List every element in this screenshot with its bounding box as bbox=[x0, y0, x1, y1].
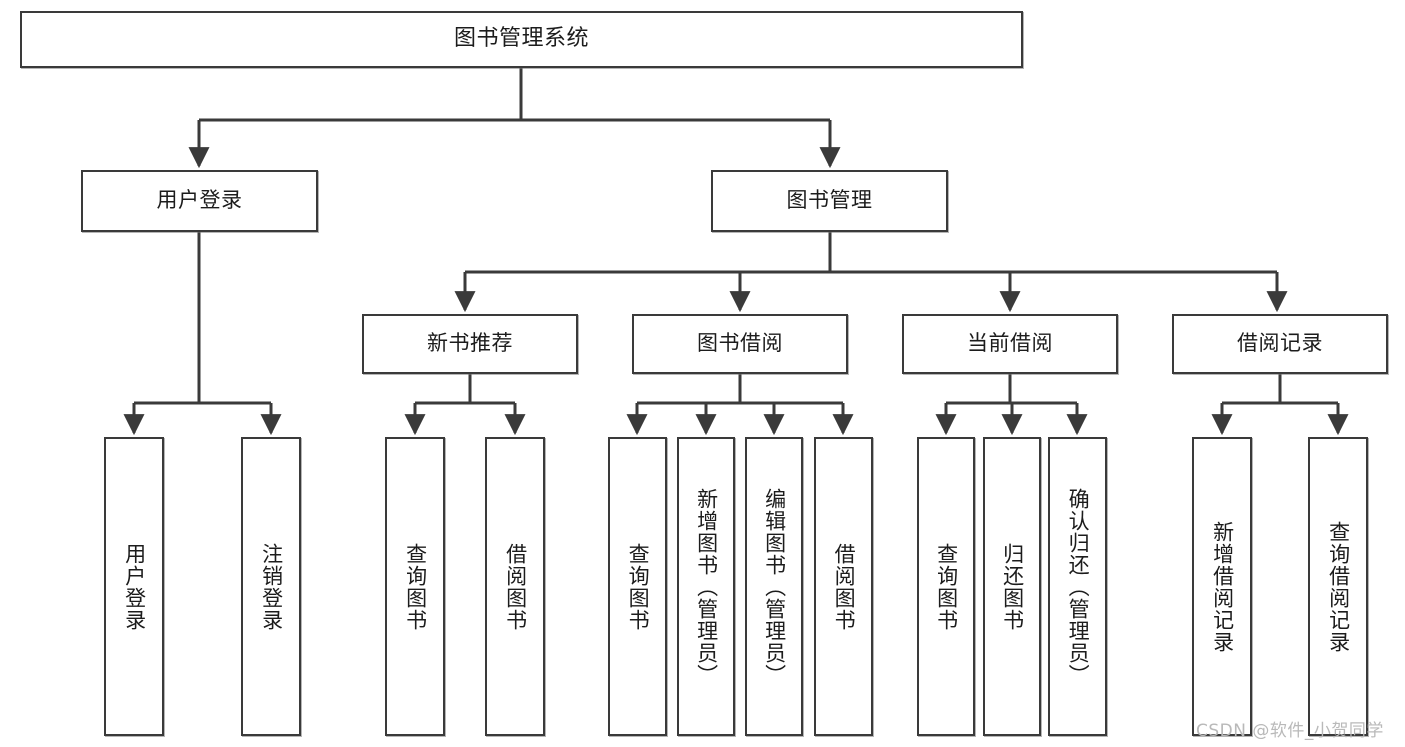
leaf-query-book-3[interactable]: 查询图书 bbox=[917, 437, 975, 736]
node-root[interactable]: 图书管理系统 bbox=[20, 11, 1023, 68]
node-book-borrow[interactable]: 图书借阅 bbox=[632, 314, 848, 374]
leaf-borrow-book-1-label: 借阅图书 bbox=[503, 542, 528, 631]
leaf-add-borrow-record-label: 新增借阅记录 bbox=[1210, 520, 1235, 653]
leaf-query-book-1[interactable]: 查询图书 bbox=[385, 437, 445, 736]
leaf-query-borrow-record[interactable]: 查询借阅记录 bbox=[1308, 437, 1368, 736]
leaf-borrow-book-2[interactable]: 借阅图书 bbox=[814, 437, 873, 736]
leaf-borrow-book-1[interactable]: 借阅图书 bbox=[485, 437, 545, 736]
leaf-return-book[interactable]: 归还图书 bbox=[983, 437, 1041, 736]
leaf-logout-login[interactable]: 注销登录 bbox=[241, 437, 301, 736]
watermark-text: CSDN @软件_小贺同学 bbox=[1196, 721, 1384, 741]
leaf-query-borrow-record-label: 查询借阅记录 bbox=[1326, 520, 1351, 653]
leaf-add-book-admin[interactable]: 新增图书（管理员） bbox=[677, 437, 735, 736]
node-current-borrow[interactable]: 当前借阅 bbox=[902, 314, 1118, 374]
leaf-edit-book-admin[interactable]: 编辑图书（管理员） bbox=[745, 437, 803, 736]
node-root-label: 图书管理系统 bbox=[453, 26, 589, 52]
leaf-add-borrow-record[interactable]: 新增借阅记录 bbox=[1192, 437, 1252, 736]
leaf-query-book-2[interactable]: 查询图书 bbox=[608, 437, 667, 736]
leaf-return-book-label: 归还图书 bbox=[1000, 542, 1025, 631]
node-book-management[interactable]: 图书管理 bbox=[711, 170, 948, 232]
leaf-add-book-admin-label: 新增图书（管理员） bbox=[694, 487, 719, 686]
node-user-login[interactable]: 用户登录 bbox=[81, 170, 318, 232]
leaf-confirm-return-admin-label: 确认归还（管理员） bbox=[1066, 487, 1091, 686]
node-borrow-record-label: 借阅记录 bbox=[1237, 331, 1323, 356]
node-user-login-label: 用户登录 bbox=[156, 188, 243, 213]
leaf-query-book-1-label: 查询图书 bbox=[403, 542, 428, 631]
node-borrow-record[interactable]: 借阅记录 bbox=[1172, 314, 1388, 374]
node-current-borrow-label: 当前借阅 bbox=[967, 331, 1053, 356]
leaf-user-login[interactable]: 用户登录 bbox=[104, 437, 164, 736]
node-new-book-recommend[interactable]: 新书推荐 bbox=[362, 314, 578, 374]
leaf-query-book-3-label: 查询图书 bbox=[934, 542, 959, 631]
node-new-book-recommend-label: 新书推荐 bbox=[427, 331, 513, 356]
node-book-management-label: 图书管理 bbox=[786, 188, 873, 213]
leaf-query-book-2-label: 查询图书 bbox=[626, 542, 651, 631]
leaf-user-login-label: 用户登录 bbox=[122, 542, 147, 631]
leaf-logout-login-label: 注销登录 bbox=[259, 542, 284, 631]
node-book-borrow-label: 图书借阅 bbox=[697, 331, 783, 356]
leaf-borrow-book-2-label: 借阅图书 bbox=[832, 542, 857, 631]
leaf-edit-book-admin-label: 编辑图书（管理员） bbox=[762, 487, 787, 686]
leaf-confirm-return-admin[interactable]: 确认归还（管理员） bbox=[1048, 437, 1107, 736]
